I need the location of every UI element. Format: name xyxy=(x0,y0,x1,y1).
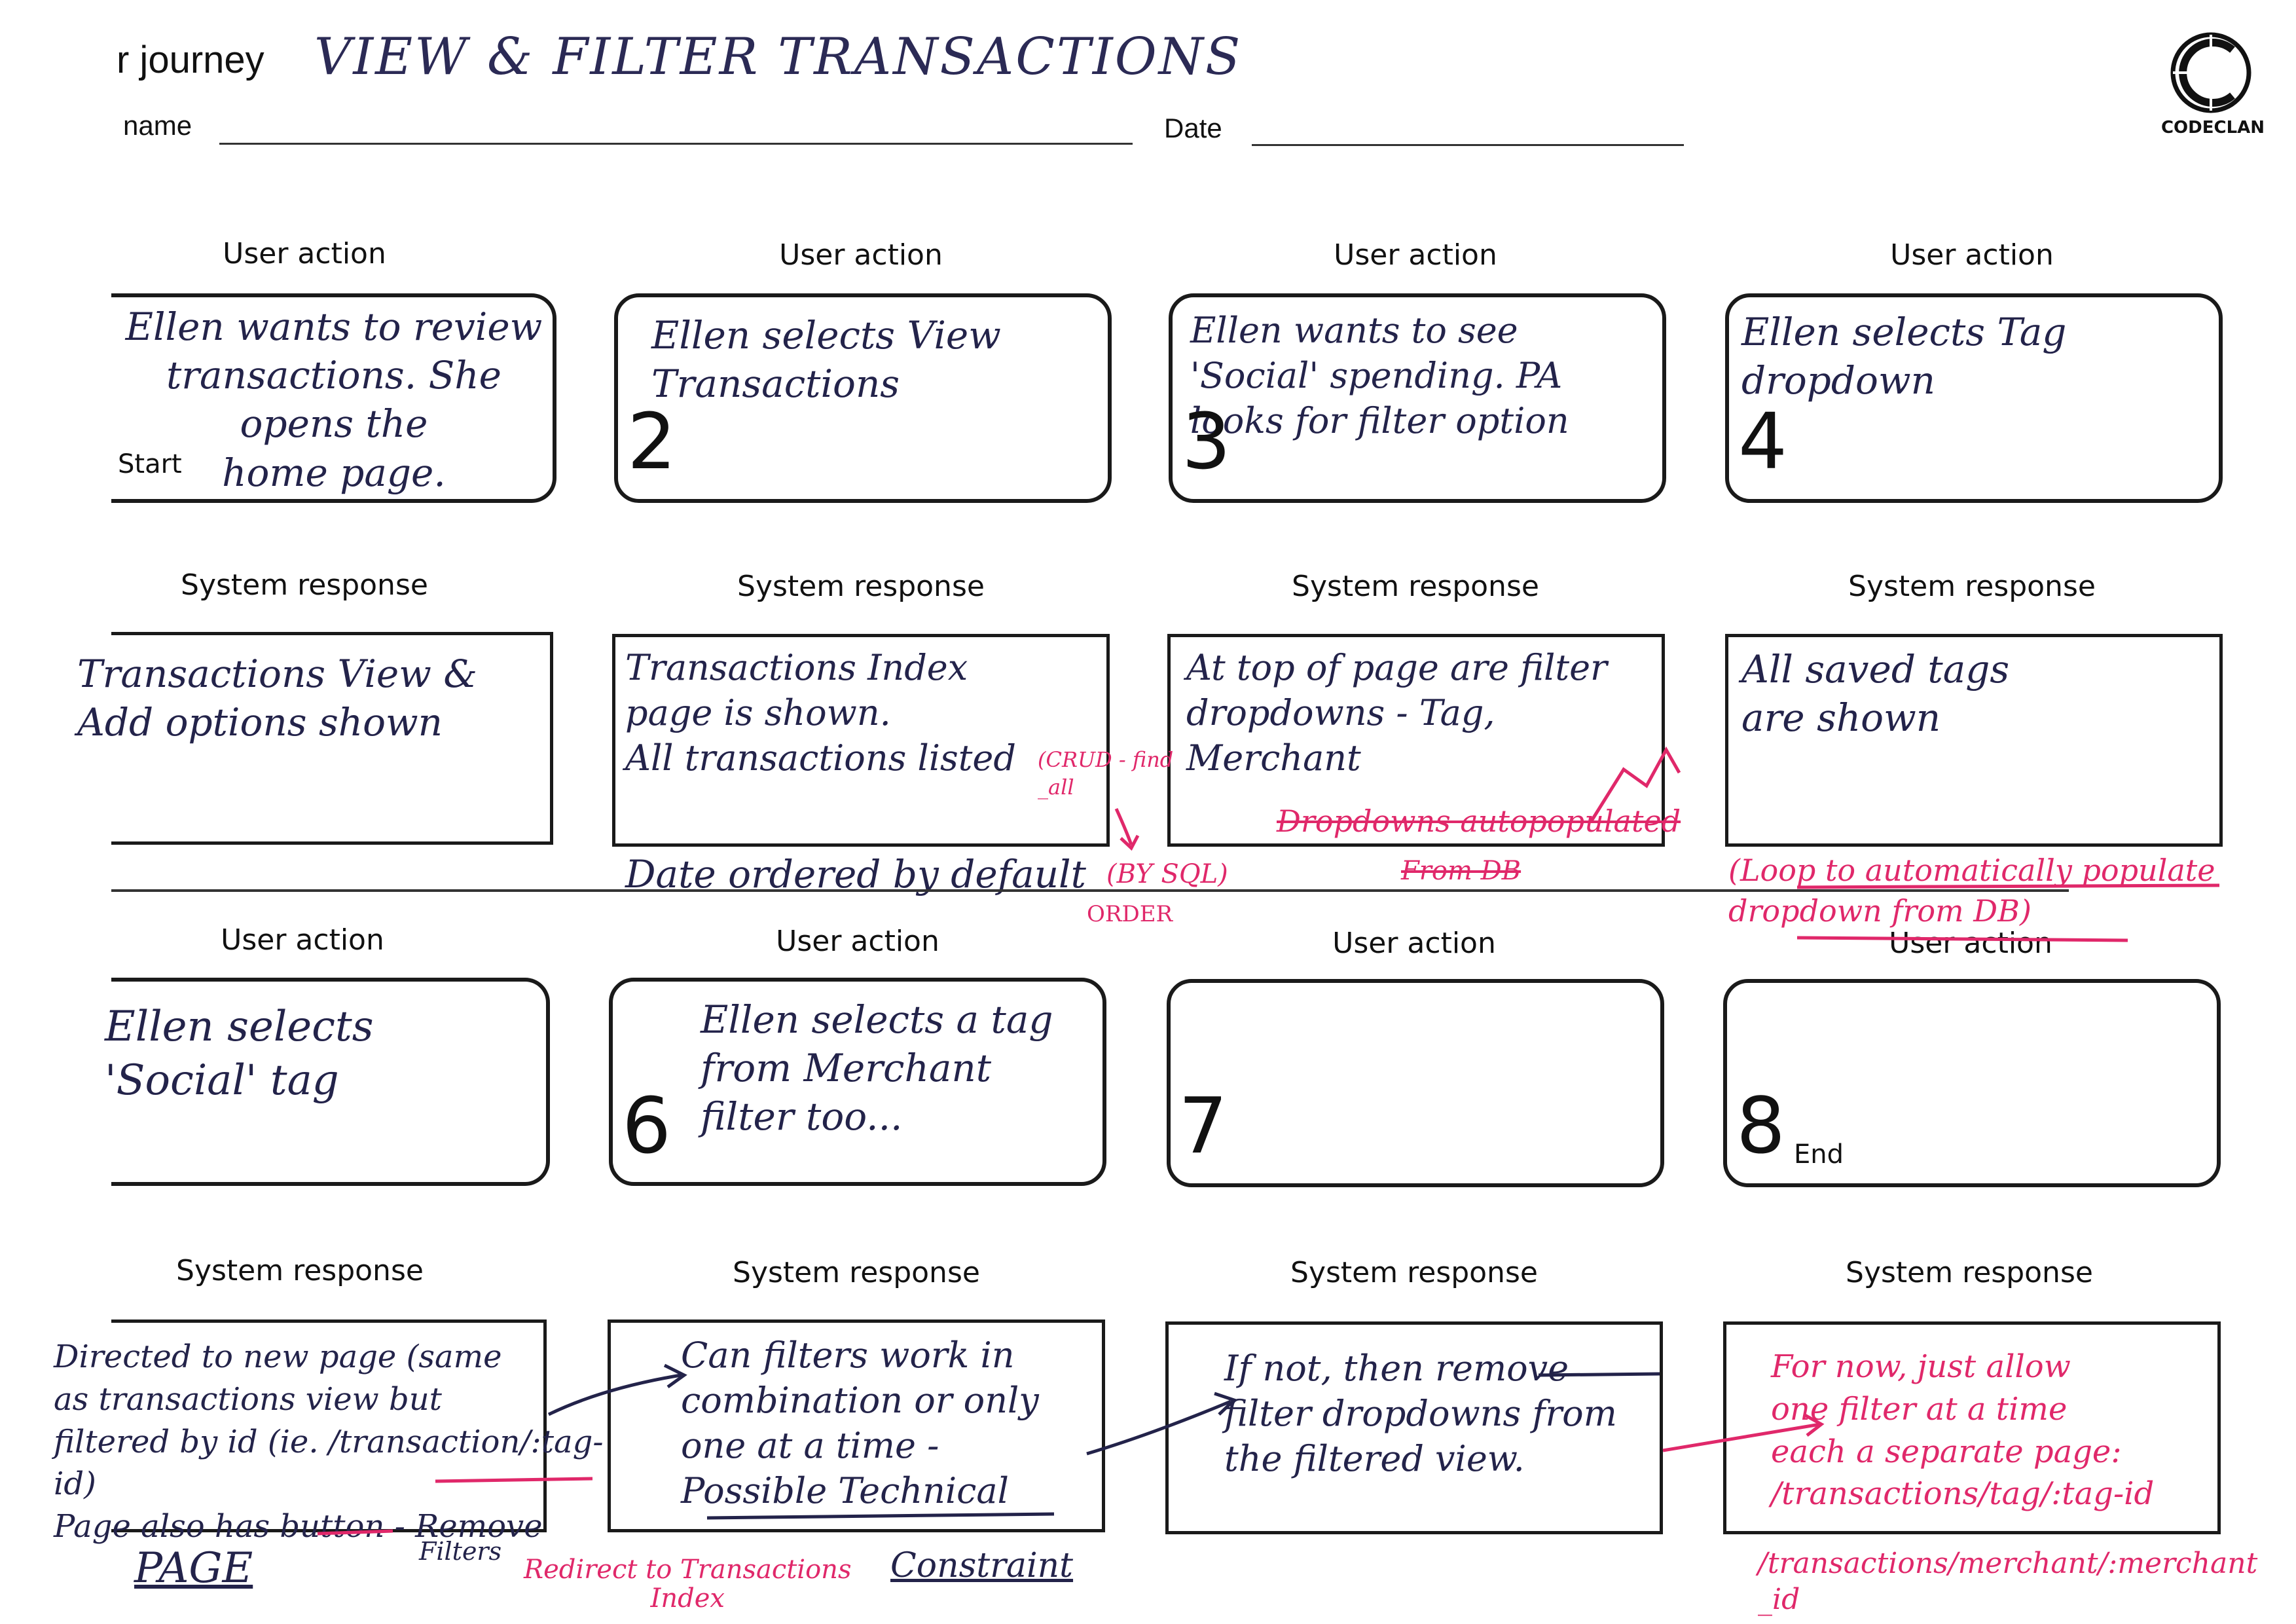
name-label: name xyxy=(123,110,192,141)
system-response-box-4 xyxy=(1725,634,2223,847)
name-field[interactable] xyxy=(219,143,1133,145)
user-action-label: User action xyxy=(1334,238,1497,272)
user-action-label: User action xyxy=(776,925,939,958)
user-action-label: User action xyxy=(221,923,384,957)
system-response-label: System response xyxy=(1290,1256,1538,1289)
step-3-response: At top of page are filter dropdowns - Ta… xyxy=(1186,647,1607,779)
system-response-box-2 xyxy=(612,634,1110,847)
end-label: End xyxy=(1794,1139,1844,1170)
system-response-box-3 xyxy=(1167,634,1665,847)
codeclan-logo-text: CODECLAN xyxy=(2160,118,2265,138)
user-action-label: User action xyxy=(779,238,943,272)
user-action-label: User action xyxy=(1890,238,2054,272)
step-6-action: Ellen selects a tag from Merchant filter… xyxy=(701,997,1053,1139)
step-8-number: 8 xyxy=(1736,1080,1786,1171)
merchant-route-note: /transactions/merchant/:merchant _id xyxy=(1758,1547,2258,1616)
constraint-note: Constraint xyxy=(890,1546,1074,1585)
step-4-response: All saved tags are shown xyxy=(1741,647,2010,741)
system-response-label: System response xyxy=(176,1254,424,1287)
user-action-label: User action xyxy=(1889,927,2052,960)
dropdowns-autopopulated-note: Dropdowns autopopulated xyxy=(1277,803,1681,839)
system-response-label: System response xyxy=(181,568,428,602)
sort-by-sql-note: (BY SQL) xyxy=(1106,859,1228,889)
step-5-action: Ellen selects 'Social' tag xyxy=(105,1003,374,1105)
step-2-number: 2 xyxy=(627,396,677,487)
step-3-action: Ellen wants to see 'Social' spending. PA… xyxy=(1190,310,1569,442)
system-response-label: System response xyxy=(733,1256,980,1289)
user-action-card-4 xyxy=(1725,293,2223,503)
user-action-label: User action xyxy=(223,237,386,270)
filters-note: Filters xyxy=(419,1537,502,1566)
user-action-card-6 xyxy=(609,978,1106,1186)
row-divider xyxy=(111,889,2069,892)
step-7-response: If not, then remove filter dropdowns fro… xyxy=(1224,1348,1617,1480)
system-response-box-7 xyxy=(1165,1321,1663,1534)
system-response-box-1 xyxy=(111,632,553,845)
codeclan-logo-icon xyxy=(2170,32,2251,113)
step-2-response: Transactions Index page is shown. All tr… xyxy=(625,647,1016,779)
loop-note: (Loop to automatically populate dropdown… xyxy=(1728,853,2215,929)
user-action-card-5 xyxy=(111,978,550,1186)
user-action-card-3 xyxy=(1169,293,1666,503)
step-1-action: Ellen wants to review transactions. She … xyxy=(125,304,543,495)
redirect-note: Redirect to Transactions Index xyxy=(524,1555,852,1614)
step-6-number: 6 xyxy=(622,1080,672,1171)
system-response-box-5 xyxy=(111,1320,547,1532)
system-response-label: System response xyxy=(1292,570,1539,603)
system-response-label: System response xyxy=(1846,1256,2093,1289)
user-action-card-8 xyxy=(1723,979,2221,1187)
step-8-response: For now, just allow one filter at a time… xyxy=(1771,1348,2155,1513)
step-6-response: Can filters work in combination or only … xyxy=(681,1335,1039,1512)
date-field[interactable] xyxy=(1252,144,1684,146)
start-label: Start xyxy=(118,449,182,479)
date-ordered-note: Date ordered by default xyxy=(625,852,1086,896)
system-response-label: System response xyxy=(1848,570,2096,603)
from-db-note: From DB xyxy=(1401,856,1522,886)
user-action-card-2 xyxy=(614,293,1112,503)
step-5-response: Directed to new page (same as transactio… xyxy=(54,1338,604,1545)
crud-find-all-note: (CRUD - find _all xyxy=(1038,747,1174,800)
user-action-card-7 xyxy=(1167,979,1664,1187)
system-response-label: System response xyxy=(737,570,985,603)
journey-title: VIEW & FILTER TRANSACTIONS xyxy=(314,28,1243,86)
step-7-number: 7 xyxy=(1178,1080,1228,1171)
page-note: PAGE xyxy=(134,1544,253,1593)
step-1-response: Transactions View & Add options shown xyxy=(77,652,477,745)
date-label: Date xyxy=(1164,113,1222,143)
order-note: ORDER xyxy=(1087,901,1173,927)
step-3-number: 3 xyxy=(1182,396,1231,487)
step-4-action: Ellen selects Tag dropdown xyxy=(1741,310,2067,403)
user-action-card-1 xyxy=(111,293,556,503)
step-2-action: Ellen selects View Transactions xyxy=(651,313,1001,407)
user-action-label: User action xyxy=(1332,927,1496,960)
step-4-number: 4 xyxy=(1738,396,1788,487)
page-title: r journey xyxy=(117,39,264,81)
